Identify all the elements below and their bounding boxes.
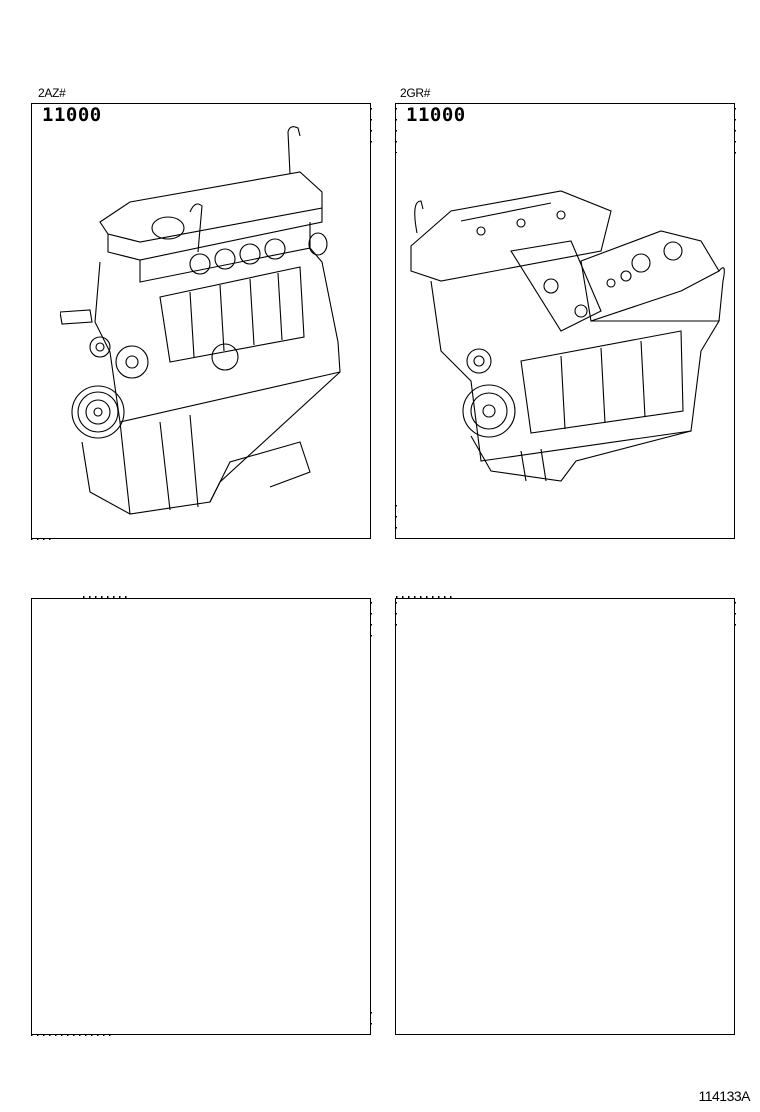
panel-edge-dots [395, 108, 397, 153]
panel-2gr-engine: 11000 [395, 103, 735, 539]
panel-edge-dots [370, 1012, 372, 1034]
panel-edge-dots [370, 108, 372, 148]
panel-edge-dots [370, 602, 372, 642]
figure-id: 114133A [698, 1088, 750, 1104]
panel-edge-dots [83, 596, 131, 598]
panel-edge-dots [31, 538, 51, 540]
panel-edge-dots [734, 108, 736, 158]
panel-edge-dots [396, 596, 452, 598]
panel-edge-dots [734, 602, 736, 632]
inline-4-engine-illustration [60, 126, 341, 515]
panel-2az-engine: 11000 [31, 103, 371, 539]
panel-empty-bottom-right [395, 598, 735, 1035]
part-number-callout[interactable]: 11000 [42, 104, 102, 126]
panel-edge-dots [395, 602, 397, 632]
v6-engine-illustration [410, 190, 725, 482]
panel-edge-dots [395, 505, 397, 535]
engine-code-label-2az: 2AZ# [38, 86, 66, 100]
panel-empty-bottom-left [31, 598, 371, 1035]
part-number-callout[interactable]: 11000 [406, 104, 466, 126]
engine-code-label-2gr: 2GR# [400, 86, 431, 100]
panel-edge-dots [31, 1034, 115, 1036]
